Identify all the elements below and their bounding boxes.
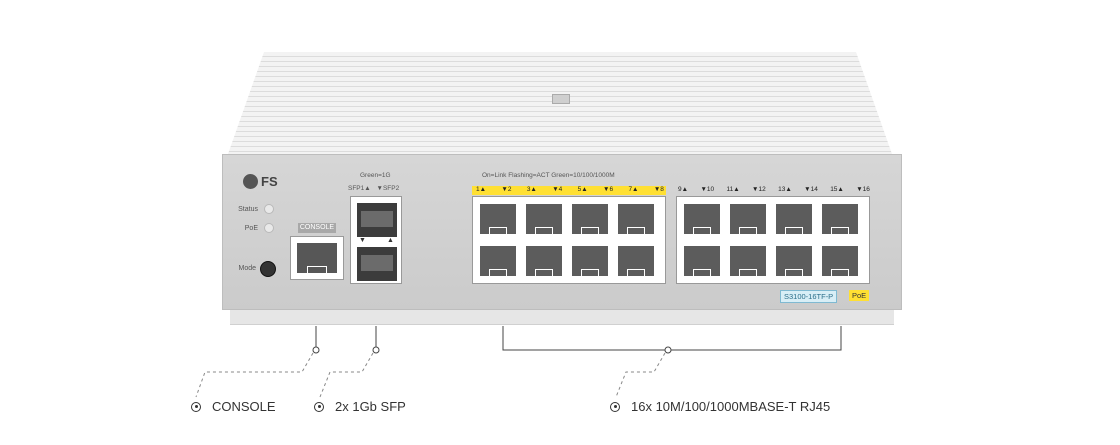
status-led-icon [264,204,274,214]
callout-rj45: 16x 10M/100/1000MBASE-T RJ45 [610,399,830,414]
sfp-dashed-path [319,352,374,398]
port-number: ▼8 [653,186,664,193]
sfp-port-1[interactable] [357,203,397,237]
callout-console-text: CONSOLE [212,399,276,414]
sfp-legend: Green=1G [360,172,391,179]
rj45-port-5[interactable] [569,201,611,237]
port-number: ▼4 [552,186,563,193]
callout-console: CONSOLE [191,399,276,414]
sfp-port-2[interactable] [357,247,397,281]
sfp1-arrow-icon: ▼ [359,237,366,244]
sfp1-label: SFP1▲ [348,185,371,192]
status-led-label: Status [238,205,258,213]
callout-sfp: 2x 1Gb SFP [314,399,406,414]
sfp-port-labels: SFP1▲ ▼SFP2 [348,185,399,192]
console-leader-node [312,346,320,354]
callout-rj45-text: 16x 10M/100/1000MBASE-T RJ45 [631,399,831,414]
rj45-port-3[interactable] [523,201,565,237]
rj45-numbers-2: 9▲ ▼10 11▲ ▼12 13▲ ▼14 15▲ ▼16 [678,186,870,193]
target-icon [191,401,201,412]
port-number: 1▲ [476,186,487,193]
port-number: 5▲ [577,186,588,193]
target-icon [610,401,620,412]
rj45-port-12[interactable] [727,243,769,279]
rj45-port-2[interactable] [477,243,519,279]
status-led-row: Status [218,204,274,214]
mode-label: Mode [238,265,256,272]
brand-logo-text: FS [261,174,278,189]
port-number: ▼12 [752,186,766,193]
mode-button[interactable] [260,261,276,277]
rj45-numbers-1: 1▲ ▼2 3▲ ▼4 5▲ ▼6 7▲ ▼8 [476,186,664,193]
rj45-port-15[interactable] [819,201,861,237]
port-number: ▼6 [603,186,614,193]
rj45-port-group-2 [676,196,870,284]
sfp2-label: ▼SFP2 [376,185,400,192]
model-label: S3100-16TF-P [780,290,838,303]
port-number: 7▲ [628,186,639,193]
brand-logo: FS [243,174,278,189]
rj45-leader-node [664,346,672,354]
rj45-port-group-1 [472,196,666,284]
poe-led-label: PoE [244,224,258,232]
rj45-dashed-path [615,352,666,398]
chassis-base [230,310,894,325]
rj45-number-bar-1 [472,186,666,195]
port-number: 15▲ [830,186,844,193]
rj45-port-7[interactable] [615,201,657,237]
sfp-cage: ▼ ▲ [350,196,402,284]
port-number: 3▲ [526,186,537,193]
port-number: 9▲ [678,186,689,193]
poe-led-row: PoE [218,223,274,233]
poe-badge: PoE [849,290,870,301]
rj45-port-11[interactable] [727,201,769,237]
rj45-port-4[interactable] [523,243,565,279]
console-port-label: CONSOLE [298,223,336,233]
rj45-port-16[interactable] [819,243,861,279]
callout-sfp-text: 2x 1Gb SFP [335,399,406,414]
rj45-legend: On=Link Flashing=ACT Green=10/100/1000M [482,172,615,179]
port-number: 13▲ [778,186,792,193]
port-number: ▼16 [856,186,870,193]
rj45-port-10[interactable] [681,243,723,279]
rj45-port-9[interactable] [681,201,723,237]
rj45-port-1[interactable] [477,201,519,237]
sfp-leader-node [372,346,380,354]
sfp2-arrow-icon: ▲ [387,237,394,244]
rj45-port-13[interactable] [773,201,815,237]
poe-led-icon [264,223,274,233]
port-number: ▼10 [700,186,715,193]
rj45-bracket [502,326,842,351]
rj45-port-8[interactable] [615,243,657,279]
rj45-port-6[interactable] [569,243,611,279]
port-number: ▼14 [804,186,818,193]
port-number: 11▲ [726,186,740,193]
console-port[interactable] [290,236,344,280]
top-cover-badge [552,94,570,104]
target-icon [314,401,324,412]
port-number: ▼2 [501,186,512,193]
fs-logo-icon [243,174,258,189]
rj45-port-14[interactable] [773,243,815,279]
console-dashed-path [195,352,314,398]
